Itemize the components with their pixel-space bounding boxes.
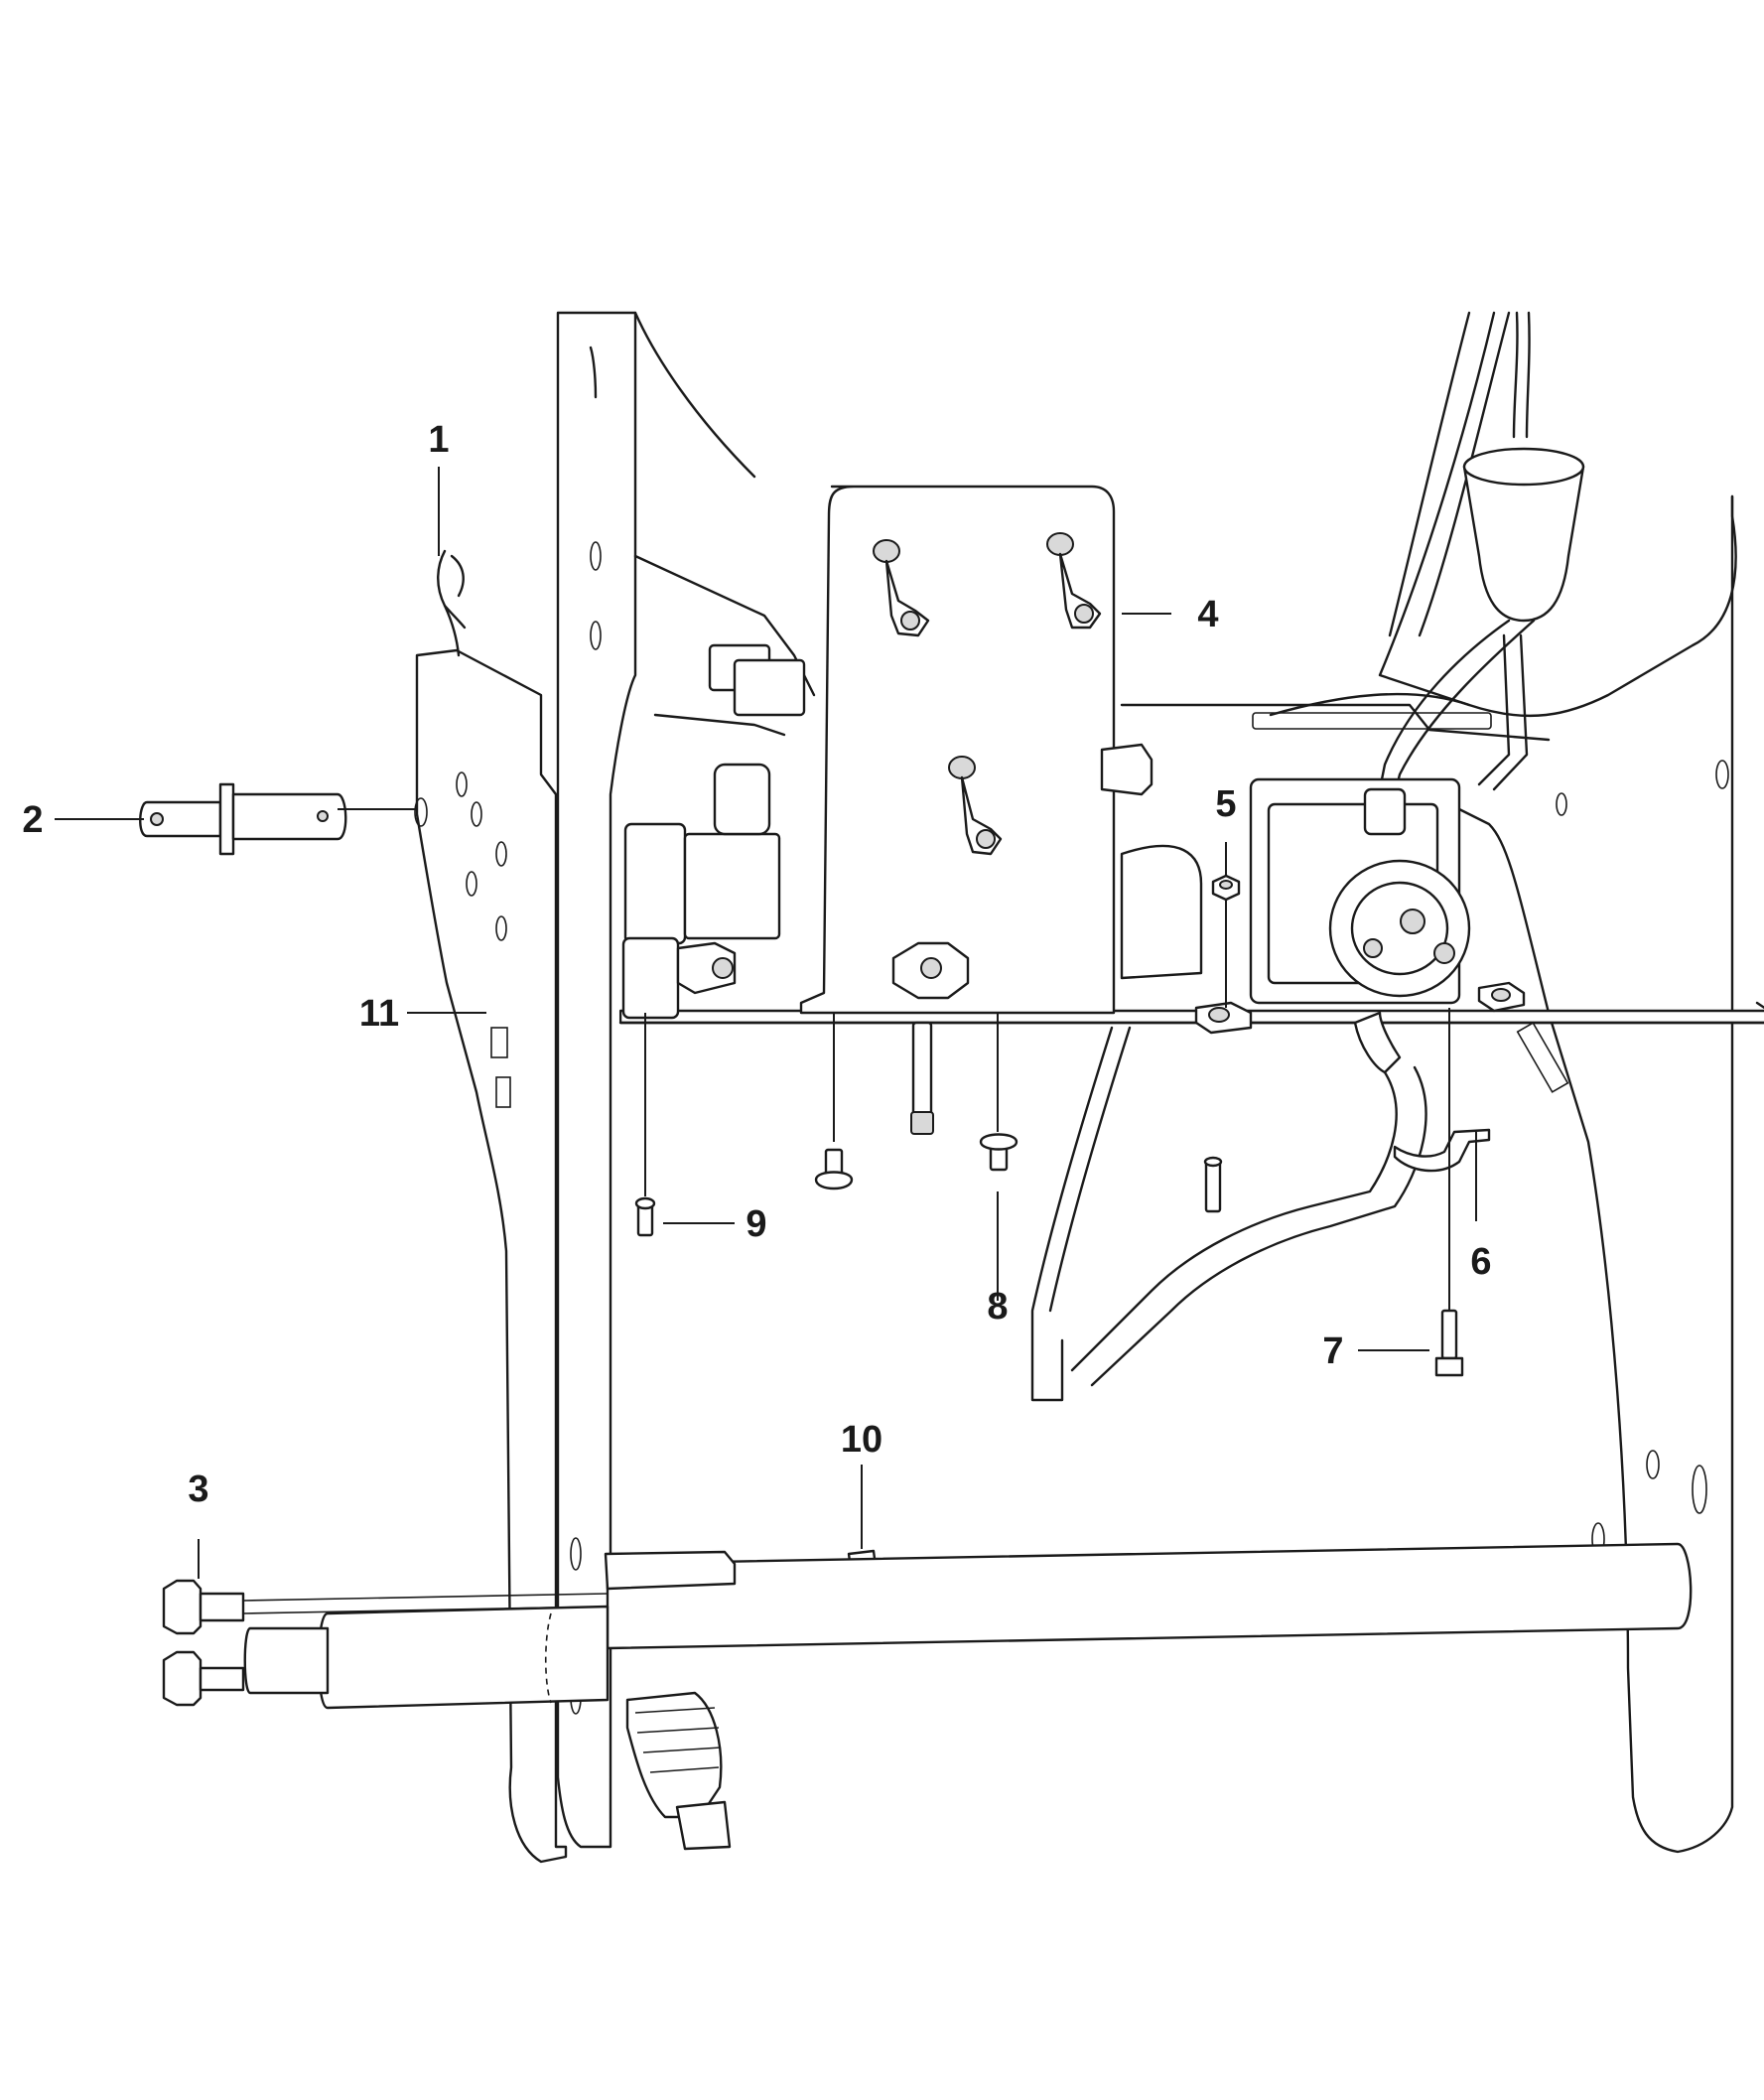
screw-7	[1434, 1309, 1464, 1377]
callout-labels: 1 2 3 4 5 6 7 8 9 10 11	[22, 419, 1491, 1510]
screw-6	[1203, 1156, 1223, 1213]
mounting-plate	[799, 485, 1116, 1015]
axle-tube	[162, 1542, 1693, 1851]
nut-5	[1211, 874, 1241, 902]
callout-9: 9	[746, 1203, 766, 1245]
pump-control-unit	[1070, 777, 1526, 1387]
callout-8: 8	[987, 1286, 1008, 1328]
callout-11: 11	[359, 993, 399, 1035]
callout-7: 7	[1322, 1330, 1343, 1372]
main-frame	[414, 311, 1764, 1864]
callout-6: 6	[1470, 1241, 1491, 1283]
callout-4: 4	[1197, 594, 1218, 635]
bolt-4b	[1058, 552, 1102, 630]
solenoid-valve-block	[621, 643, 1203, 1020]
screw-8b	[979, 1133, 1018, 1172]
callout-10: 10	[841, 1419, 882, 1461]
callout-3: 3	[188, 1469, 208, 1510]
hose-filter-assembly	[1378, 311, 1585, 796]
screw-9	[634, 1196, 656, 1237]
callout-2: 2	[22, 799, 43, 841]
retaining-clip-1	[437, 549, 467, 657]
callout-5: 5	[1215, 783, 1236, 825]
support-tube-frame	[910, 1021, 1132, 1402]
screw-8a	[814, 1148, 854, 1190]
bolt-4c	[960, 775, 1003, 856]
pin-2	[139, 782, 347, 856]
leader-lines	[55, 467, 1477, 1579]
callout-1: 1	[428, 419, 449, 461]
bolt-4a	[884, 559, 930, 637]
